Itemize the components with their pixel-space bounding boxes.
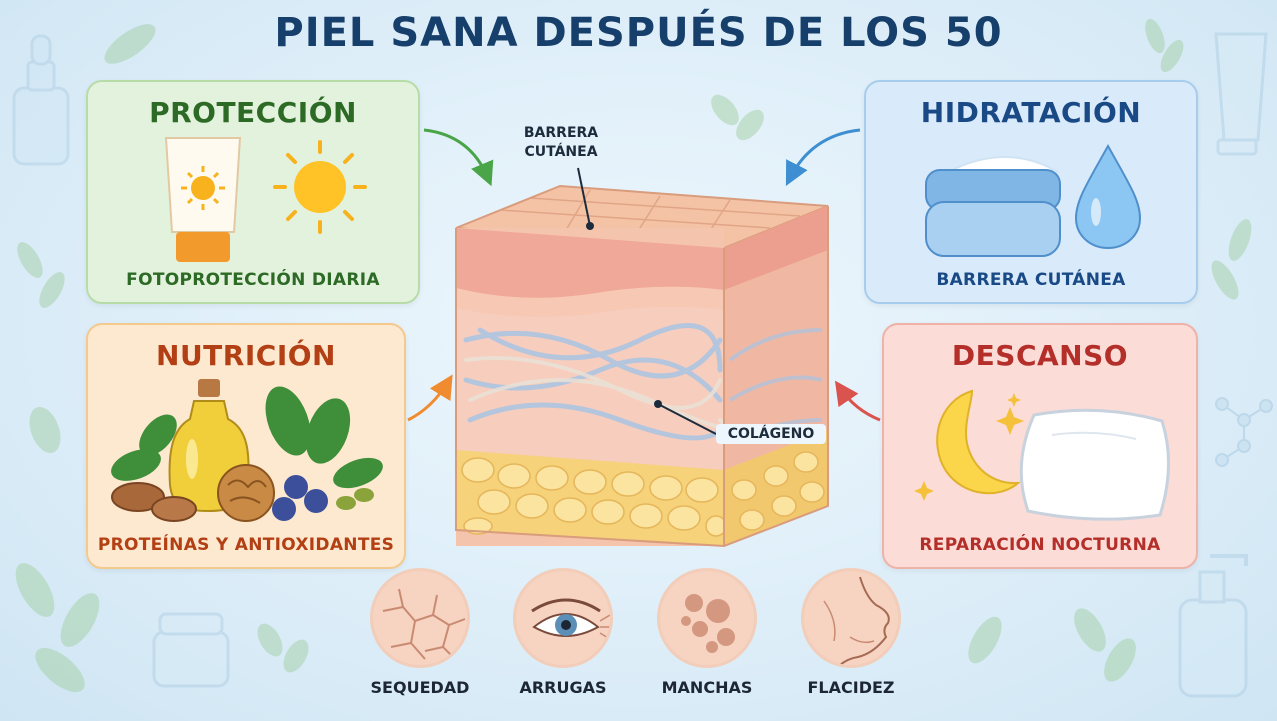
issue-label-arrugas: ARRUGAS bbox=[519, 678, 607, 697]
sagging-skin-icon bbox=[823, 576, 890, 665]
barrier-leader-line bbox=[577, 167, 591, 227]
issue-circle-flacidez bbox=[801, 568, 901, 668]
fat-cells bbox=[461, 457, 727, 537]
cream-water-illustration bbox=[925, 143, 1142, 257]
spinach-leaves-icon bbox=[111, 386, 383, 489]
issue-label-manchas: MANCHAS bbox=[661, 678, 753, 697]
blueberries-icon bbox=[272, 475, 328, 521]
card-descanso: DESCANSO REPARACIÓN NOCTURNA bbox=[882, 323, 1198, 569]
water-drop-icon bbox=[1074, 143, 1142, 250]
pillow-icon bbox=[1019, 408, 1170, 521]
dry-skin-icon bbox=[382, 588, 466, 662]
dropper-bottle-icon bbox=[12, 34, 70, 166]
moon-icon bbox=[936, 389, 1021, 495]
arrow-descanso bbox=[834, 380, 881, 422]
molecule-icon bbox=[1215, 397, 1273, 467]
sunscreen-sun-illustration bbox=[164, 137, 367, 262]
moon-pillow-illustration bbox=[914, 389, 1170, 521]
card-heading-nutricion: NUTRICIÓN bbox=[156, 339, 336, 372]
card-caption-proteccion: FOTOPROTECCIÓN DIARIA bbox=[126, 270, 380, 290]
card-heading-descanso: DESCANSO bbox=[951, 339, 1129, 372]
card-nutricion: NUTRICIÓN PROTEÍNAS Y ANTIOXIDANTE bbox=[86, 323, 406, 569]
issue-label-flacidez: FLACIDEZ bbox=[807, 678, 895, 697]
food-illustration bbox=[111, 379, 383, 522]
barrier-label: BARRERA CUTÁNEA bbox=[506, 124, 616, 162]
issue-circle-manchas bbox=[657, 568, 757, 668]
olives-icon bbox=[336, 488, 374, 510]
card-caption-hidratacion: BARRERA CUTÁNEA bbox=[936, 270, 1126, 290]
card-caption-descanso: REPARACIÓN NOCTURNA bbox=[919, 535, 1161, 555]
issue-circle-arrugas bbox=[513, 568, 613, 668]
leaf-decorations bbox=[15, 18, 1252, 693]
walnut-icon bbox=[217, 464, 275, 522]
issue-label-sequedad: SEQUEDAD bbox=[370, 678, 470, 697]
issue-circle-sequedad bbox=[370, 568, 470, 668]
pump-bottle-icon bbox=[1178, 554, 1248, 698]
dermis-layer bbox=[456, 306, 724, 470]
cream-jar-icon bbox=[925, 156, 1061, 257]
card-caption-nutricion: PROTEÍNAS Y ANTIOXIDANTES bbox=[97, 535, 395, 555]
almonds-icon bbox=[111, 482, 197, 522]
card-heading-hidratacion: HIDRATACIÓN bbox=[920, 96, 1142, 129]
cream-tube-icon bbox=[1214, 32, 1268, 156]
sunscreen-tube-icon bbox=[164, 137, 242, 262]
barrier-label-line2: CUTÁNEA bbox=[524, 144, 598, 160]
collagen-leader-line bbox=[657, 403, 717, 435]
arrow-nutricion bbox=[407, 374, 453, 422]
star-icons bbox=[914, 393, 1024, 501]
wrinkled-eye-icon bbox=[531, 598, 610, 640]
card-heading-proteccion: PROTECCIÓN bbox=[149, 96, 357, 129]
arrow-proteccion bbox=[423, 128, 494, 187]
spots-icon bbox=[681, 594, 735, 653]
sun-icon bbox=[273, 140, 367, 234]
jar-icon bbox=[152, 612, 230, 688]
card-hidratacion: HIDRATACIÓN BARRERA CUTÁNEA bbox=[864, 80, 1198, 304]
card-proteccion: PROTECCIÓN FOTOPROTECCIÓN DIARIA bbox=[86, 80, 420, 304]
arrow-hidratacion bbox=[785, 128, 861, 187]
barrier-label-line1: BARRERA bbox=[523, 125, 599, 141]
page-title: PIEL SANA DESPUÉS DE LOS 50 bbox=[274, 10, 1003, 56]
collagen-label: COLÁGENO bbox=[716, 424, 826, 444]
